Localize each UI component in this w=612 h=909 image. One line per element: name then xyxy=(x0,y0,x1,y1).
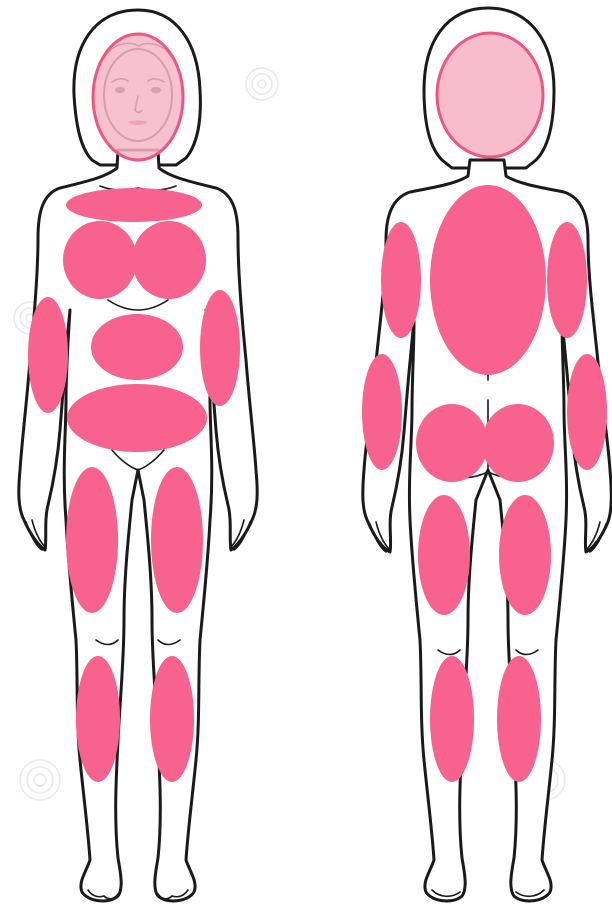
back-right-buttock-zone xyxy=(482,404,554,482)
back-right-calf-zone xyxy=(497,656,541,782)
front-upper-abdomen-zone xyxy=(91,314,183,380)
front-lower-abdomen-zone xyxy=(67,384,207,452)
back-left-thigh-zone xyxy=(418,495,470,615)
front-right-calf-zone xyxy=(150,656,194,782)
back-left-buttock-zone xyxy=(416,404,488,482)
back-upper-back-zone xyxy=(430,185,546,375)
front-upper-chest-zone xyxy=(66,188,202,222)
front-right-breast-zone xyxy=(132,221,206,299)
back-left-calf-zone xyxy=(430,656,474,782)
back-right-forearm-zone xyxy=(567,354,607,470)
back-right-upper-arm-zone xyxy=(547,222,587,338)
back-left-forearm-zone xyxy=(362,354,402,470)
front-head-zone xyxy=(93,34,183,160)
front-right-thigh-zone xyxy=(151,467,203,613)
back-head-zone xyxy=(437,33,543,157)
front-left-thigh-zone xyxy=(66,467,118,613)
front-left-breast-zone xyxy=(63,221,137,299)
front-left-calf-zone xyxy=(76,656,120,782)
front-right-upper-arm-zone xyxy=(200,290,240,406)
back-right-thigh-zone xyxy=(499,495,551,615)
back-left-upper-arm-zone xyxy=(381,222,421,338)
front-left-upper-arm-zone xyxy=(28,297,68,413)
